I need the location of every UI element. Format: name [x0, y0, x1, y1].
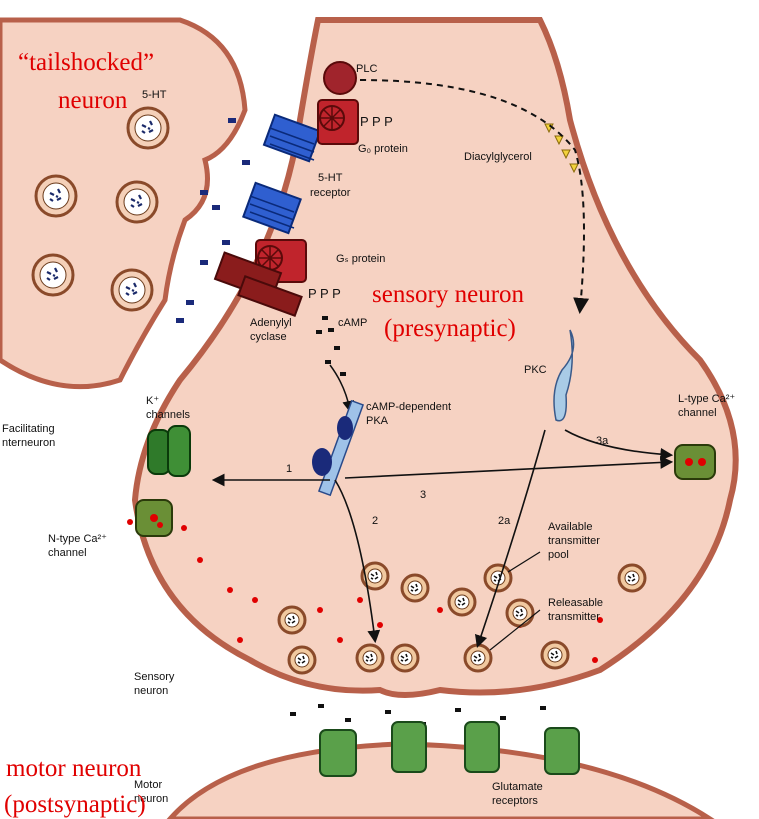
label-ntype-2: channel: [48, 547, 87, 559]
plc: [323, 61, 357, 95]
overlay-motor-1: motor neuron: [6, 755, 142, 782]
label-releasable-1: Releasable: [548, 597, 603, 609]
pathway-2a: 2a: [498, 515, 511, 527]
label-ltype-1: L-type Ca²⁺: [678, 393, 735, 405]
label-k-channels-1: K⁺: [146, 395, 159, 407]
calcium-ions: [127, 519, 603, 663]
label-adenylyl-1: Adenylyl: [250, 317, 292, 329]
overlay-motor-2: (postsynaptic): [4, 791, 146, 818]
label-camp: cAMP: [338, 317, 367, 329]
n-type-ca-channel: [135, 499, 173, 537]
camp-molecules: [316, 316, 346, 376]
serotonin-vesicle: [110, 268, 154, 312]
label-ppp-upper: P P P: [360, 114, 393, 129]
label-pka-1: cAMP-dependent: [366, 401, 451, 413]
label-ntype-1: N-type Ca²⁺: [48, 533, 107, 545]
pka: [312, 399, 365, 497]
5ht-receptor-lower: [242, 181, 302, 235]
label-available-3: pool: [548, 549, 569, 561]
overlay-tailshocked-2: neuron: [58, 87, 128, 114]
label-5ht: 5-HT: [142, 89, 167, 101]
label-adenylyl-2: cyclase: [250, 331, 287, 343]
overlay-sensory-1: sensory neuron: [372, 281, 525, 308]
label-5ht-receptor-2: receptor: [310, 187, 351, 199]
pkc: [553, 329, 575, 422]
serotonin-vesicle: [126, 106, 170, 150]
label-glutamate-1: Glutamate: [492, 781, 543, 793]
serotonin-vesicle: [115, 180, 159, 224]
label-ppp-lower: P P P: [308, 286, 341, 301]
motor-neuron-cell: [166, 741, 715, 819]
k-channel: [147, 425, 191, 477]
pathway-3a: 3a: [596, 435, 609, 447]
serotonin-vesicle: [31, 253, 75, 297]
label-ltype-2: channel: [678, 407, 717, 419]
label-motor-small-2: neuron: [134, 793, 168, 805]
overlay-tailshocked-1: “tailshocked”: [18, 49, 154, 76]
label-sensory-small-1: Sensory: [134, 671, 175, 683]
label-sensory-small-2: neuron: [134, 685, 168, 697]
label-available-1: Available: [548, 521, 592, 533]
label-available-2: transmitter: [548, 535, 600, 547]
glutamate-receptors: [319, 721, 580, 777]
label-plc: PLC: [356, 63, 377, 75]
serotonin-molecules: [176, 118, 250, 323]
label-gs-protein: Gₛ protein: [336, 253, 385, 265]
label-k-channels-2: channels: [146, 409, 191, 421]
label-diacylglycerol: Diacylglycerol: [464, 151, 532, 163]
5ht-receptor-upper: [262, 113, 322, 163]
overlay-sensory-2: (presynaptic): [384, 315, 516, 342]
label-releasable-2: transmitter: [548, 611, 600, 623]
sensory-neuron-cell: [131, 17, 739, 698]
pathway-1: 1: [286, 463, 292, 475]
l-type-ca-channel: [674, 444, 716, 480]
pathway-2: 2: [372, 515, 378, 527]
pathway-3: 3: [420, 489, 426, 501]
label-facilitating-2: nterneuron: [2, 437, 55, 449]
label-5ht-receptor-1: 5-HT: [318, 172, 343, 184]
label-pkc: PKC: [524, 364, 547, 376]
label-pka-2: PKA: [366, 415, 389, 427]
label-facilitating-1: Facilitating: [2, 423, 55, 435]
serotonin-vesicle: [34, 174, 78, 218]
label-go-protein: G₀ protein: [358, 143, 408, 155]
label-motor-small-1: Motor: [134, 779, 162, 791]
label-glutamate-2: receptors: [492, 795, 538, 807]
